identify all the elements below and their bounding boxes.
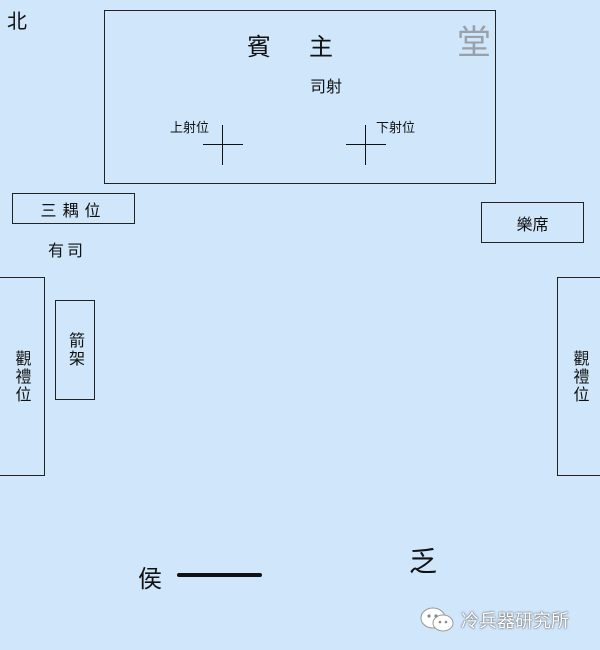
music-seat-label: 樂席 [516, 214, 549, 234]
left-observer-label: 觀禮位 [12, 349, 32, 404]
lower-shooting-position-label: 下射位 [376, 121, 416, 136]
arrow-rack-label: 箭架 [66, 332, 85, 368]
right-observer-label: 觀禮位 [570, 349, 590, 404]
host-label: 主 [309, 33, 333, 61]
hall-box: 賓 主 堂 司射 上射位 下射位 [104, 10, 496, 184]
music-seat-box: 樂席 [481, 202, 584, 243]
arrow-rack-box: 箭架 [55, 300, 95, 400]
upper-shooting-position-marker [203, 125, 243, 165]
shelter-label: 乏 [409, 545, 438, 578]
right-observer-box: 觀禮位 [557, 277, 600, 476]
watermark: 冷兵器研究所 [419, 605, 569, 635]
three-pairs-label: 三耦位 [40, 200, 107, 220]
upper-shooting-position-label: 上射位 [170, 121, 210, 136]
left-observer-box: 觀禮位 [0, 277, 45, 476]
watermark-text: 冷兵器研究所 [461, 611, 569, 632]
target-label: 侯 [138, 565, 162, 593]
north-label: 北 [7, 9, 27, 33]
guest-label: 賓 [247, 33, 271, 61]
lower-shooting-position-marker [346, 125, 386, 165]
chat-icon [419, 606, 455, 634]
officials-label: 有司 [48, 241, 87, 260]
target-line [177, 573, 262, 577]
three-pairs-box: 三耦位 [12, 193, 135, 224]
shooting-official-label: 司射 [310, 77, 343, 96]
hall-label: 堂 [457, 23, 491, 63]
